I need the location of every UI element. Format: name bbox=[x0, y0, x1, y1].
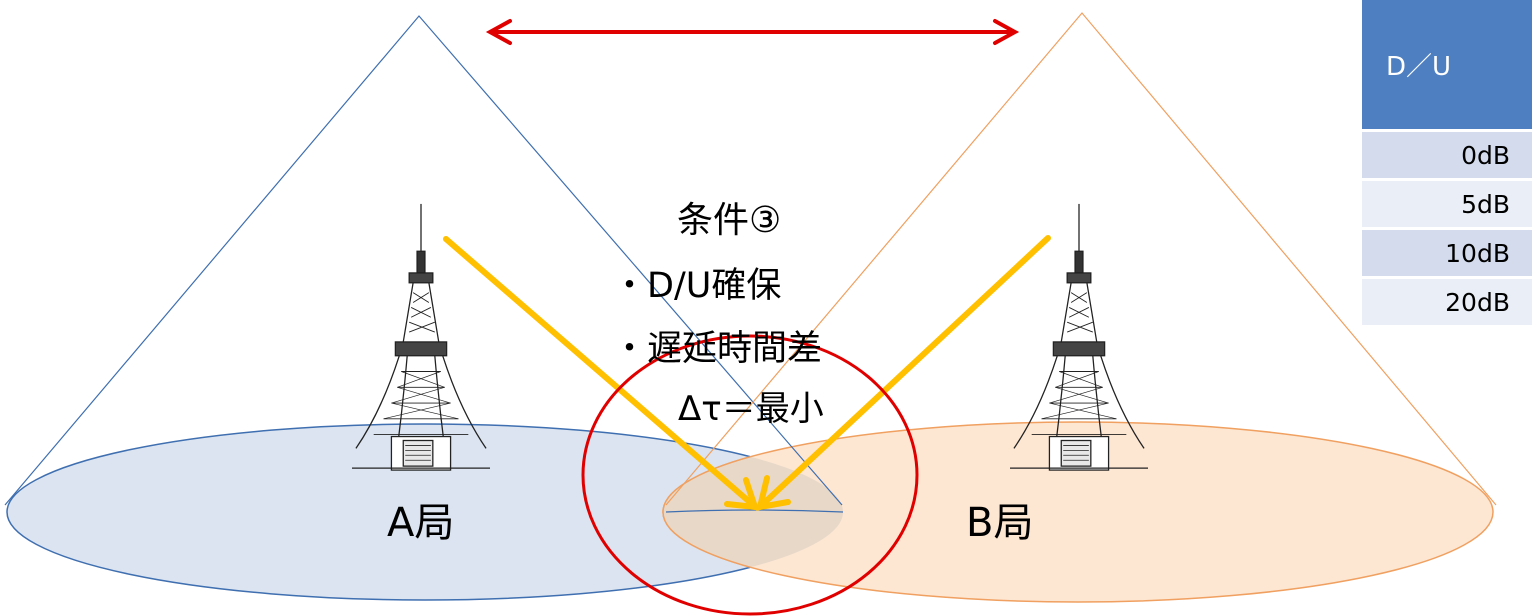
condition-line-delta-tau: Δτ＝最小 bbox=[678, 389, 824, 429]
radiation-cone-b bbox=[665, 12, 1497, 506]
condition-title: 条件③ bbox=[677, 200, 782, 241]
station-b-label: B局 bbox=[966, 500, 1034, 546]
station-a-label: A局 bbox=[387, 500, 455, 546]
signal-arrow-b bbox=[756, 235, 1051, 511]
distance-arrow bbox=[485, 19, 1020, 45]
overlap-region bbox=[662, 424, 843, 600]
du-table-cell: 10dB bbox=[1362, 228, 1532, 279]
signal-arrow-a bbox=[443, 236, 760, 511]
du-table-cell: 5dB bbox=[1362, 179, 1532, 230]
condition-line-delay: ・遅延時間差 bbox=[612, 329, 823, 369]
coverage-diagram bbox=[4, 12, 1497, 616]
du-table-cell: 20dB bbox=[1362, 277, 1532, 328]
du-ratio-table: D／U 0dB 5dB 10dB 20dB bbox=[1362, 0, 1532, 328]
du-table-cell: 0dB bbox=[1362, 130, 1532, 181]
condition-line-du: ・D/U確保 bbox=[612, 266, 782, 306]
du-table-header: D／U bbox=[1362, 0, 1532, 132]
overlap-circle bbox=[581, 334, 919, 616]
